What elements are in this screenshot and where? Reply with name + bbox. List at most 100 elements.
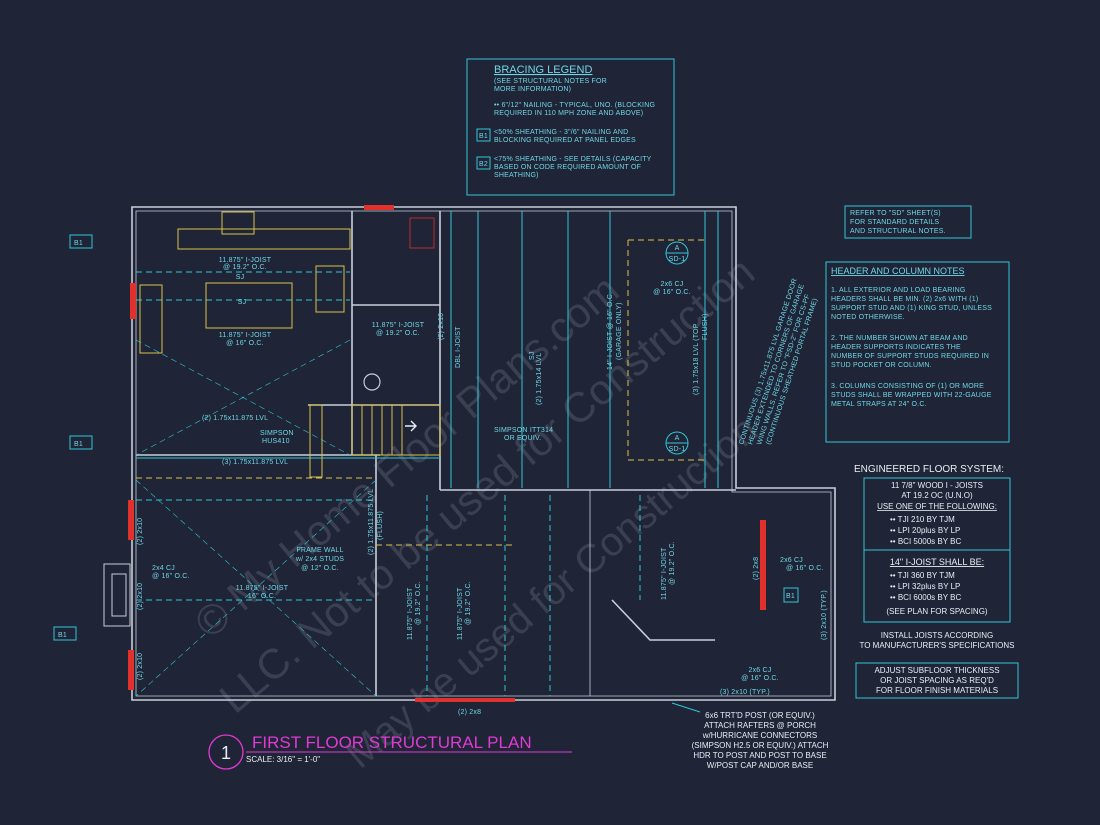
refer-note-line: AND STRUCTURAL NOTES. <box>850 228 946 235</box>
b1-tag-frame <box>53 626 77 641</box>
cj-label: @ 16" O.C. <box>741 675 779 682</box>
beam-label: (2) 1.75x11.875 LVL <box>368 489 375 555</box>
subfloor-note-line: ADJUST SUBFLOOR THICKNESS <box>874 666 999 675</box>
b1-tag: B1 <box>783 587 799 603</box>
floor-system-line: •• TJI 210 BY TJM <box>890 515 955 524</box>
floor-system-line: •• LPI 20plus BY LP <box>890 526 960 535</box>
refer-note: REFER TO "SD" SHEET(S) FOR STANDARD DETA… <box>844 205 972 239</box>
plan-title: FIRST FLOOR STRUCTURAL PLAN <box>252 733 532 752</box>
bracing-legend-line: (SEE STRUCTURAL NOTES FOR <box>494 78 607 85</box>
floor-system-line: USE ONE OF THE FOLLOWING: <box>877 502 997 511</box>
header-note-2: STUD POCKET OR COLUMN. <box>831 362 932 369</box>
beam-label: (FLUSH) <box>377 511 384 540</box>
cj-label: 2x4 CJ <box>152 565 175 572</box>
cj-label: 2x6 CJ <box>749 667 772 674</box>
install-note: INSTALL JOISTS ACCORDING <box>881 631 993 640</box>
install-note: TO MANUFACTURER'S SPECIFICATIONS <box>859 641 1014 650</box>
b1-tag: B1 <box>69 234 93 249</box>
header-note-3: STUDS SHALL BE WRAPPED WITH 22-GAUGE <box>831 392 992 399</box>
floor-system-line: 14" I-JOIST SHALL BE: <box>890 557 984 567</box>
diagonal-line <box>135 339 351 456</box>
b2-description: SHEATHING) <box>494 172 539 179</box>
joist-label: @ 19.2" O.C. <box>415 581 422 625</box>
refer-note-line: REFER TO "SD" SHEET(S) <box>850 210 941 217</box>
frame-wall-note: w/ 2x4 STUDS <box>295 556 344 563</box>
floor-system-line: •• BCI 6000s BY BC <box>890 593 961 602</box>
header-red <box>128 500 134 540</box>
range <box>221 211 255 235</box>
joist-label: @ 19.2" O.C. <box>669 541 676 585</box>
bracing-legend-line: MORE INFORMATION) <box>494 86 571 93</box>
floor-system-line: •• BCI 5000s BY BC <box>890 537 961 546</box>
header-notes-box <box>825 261 1010 443</box>
staircase <box>351 404 441 456</box>
joist-label: (GARAGE ONLY) <box>616 302 623 360</box>
hanger-label: OR EQUIV. <box>504 435 541 442</box>
interior-wall <box>611 599 715 641</box>
header-label: (3) 2x10 (TYP.) <box>720 689 770 696</box>
header-label: (3) 2x10 (TYP.) <box>821 590 828 640</box>
header-column-notes: HEADER AND COLUMN NOTES 1. ALL EXTERIOR … <box>825 261 1010 443</box>
header-note-1: HEADERS SHALL BE MIN. (2) 2x6 WITH (1) <box>831 296 978 303</box>
stair-direction-arrow-icon <box>405 420 417 432</box>
sd-callout-ref: SD-1 <box>669 256 686 263</box>
bracing-legend-box <box>466 58 675 196</box>
b1-tag-frame <box>783 587 799 603</box>
kitchen-counter <box>177 228 351 250</box>
subfloor-note: ADJUST SUBFLOOR THICKNESS OR JOIST SPACI… <box>855 662 1019 699</box>
b1-label: B1 <box>786 593 795 600</box>
b1-label: B1 <box>74 240 83 247</box>
header-note-2: 2. THE NUMBER SHOWN AT BEAM AND <box>831 335 968 342</box>
bracing-legend-item: REQUIRED IN 110 MPH ZONE AND ABOVE) <box>494 110 643 117</box>
floor-system-title: ENGINEERED FLOOR SYSTEM: <box>854 464 1004 475</box>
cj-label: @ 16" O.C. <box>653 289 691 296</box>
floor-system-line: AT 19.2 OC (U.N.O) <box>901 491 973 500</box>
header-red <box>364 205 394 210</box>
joist-label: @ 19.2" O.C. <box>465 581 472 625</box>
plan-number: 1 <box>221 743 231 763</box>
sj-label: SJ <box>529 351 536 360</box>
post-leader-line <box>671 702 701 713</box>
header-label: (2) 2x10 <box>137 518 144 545</box>
plan-number-circle <box>208 734 244 770</box>
b1-tag: B1 <box>53 626 77 641</box>
floor-plan: A SD-1 A SD-1 B1 B1 B1 B1 <box>53 205 836 702</box>
b2-tag: B2 <box>479 161 488 168</box>
post-note-line: HDR TO POST AND POST TO BASE <box>693 751 826 760</box>
b1-tag: B1 <box>479 133 488 140</box>
header-note-2: NUMBER OF SUPPORT STUDS REQUIRED IN <box>831 353 989 360</box>
header-note-2: HEADER SUPPORTS INDICATES THE <box>831 344 961 351</box>
header-red <box>130 283 136 319</box>
kitchen-island <box>205 282 293 329</box>
cj-label: 2x6 CJ <box>661 281 684 288</box>
hanger-label: SIMPSON ITT314 <box>494 427 553 434</box>
header-label: (2) 2x8 <box>458 709 481 716</box>
cj-label: 2x6 CJ <box>780 557 803 564</box>
frame-wall-note: @ 12" O.C. <box>301 565 339 572</box>
joist-label: 11.875" I-JOIST <box>219 257 272 264</box>
sj-label: SJ <box>236 274 245 281</box>
joist-label: 16" O.C. <box>248 593 276 600</box>
plan-title-block: 1 FIRST FLOOR STRUCTURAL PLAN SCALE: 3/1… <box>208 733 572 770</box>
header-red <box>760 520 766 610</box>
header-notes-title: HEADER AND COLUMN NOTES <box>831 266 965 276</box>
b2-description: BASED ON CODE REQUIRED AMOUNT OF <box>494 164 641 171</box>
bracing-legend-item: •• 6"/12" NAILING - TYPICAL, UNO. (BLOCK… <box>494 102 655 109</box>
header-label: (2) 2x10 <box>438 313 445 340</box>
joist-label: @ 16" O.C. <box>226 340 264 347</box>
header-note-1: SUPPORT STUD AND (1) KING STUD, UNLESS <box>831 305 992 312</box>
frame-wall-note: FRAME WALL <box>296 547 343 554</box>
stair-stringer <box>309 404 323 478</box>
beam-label: (2) 1.75x14 LVL <box>536 353 543 405</box>
plan-scale: SCALE: 3/16" = 1'-0" <box>246 755 320 764</box>
post-note-line: W/POST CAP AND/OR BASE <box>707 761 813 770</box>
header-label: (2) 2x8 <box>753 557 760 580</box>
header-note-3: 3. COLUMNS CONSISTING OF (1) OR MORE <box>831 383 984 390</box>
subfloor-note-box <box>855 662 1019 699</box>
beam-label: (2) 1.75x11.875 LVL <box>202 415 268 422</box>
joist-label: 14" I-JOIST @ 16" O.C. <box>607 292 614 370</box>
diagonal-line <box>135 479 377 697</box>
b1-label: B1 <box>58 632 67 639</box>
tub <box>409 217 435 249</box>
